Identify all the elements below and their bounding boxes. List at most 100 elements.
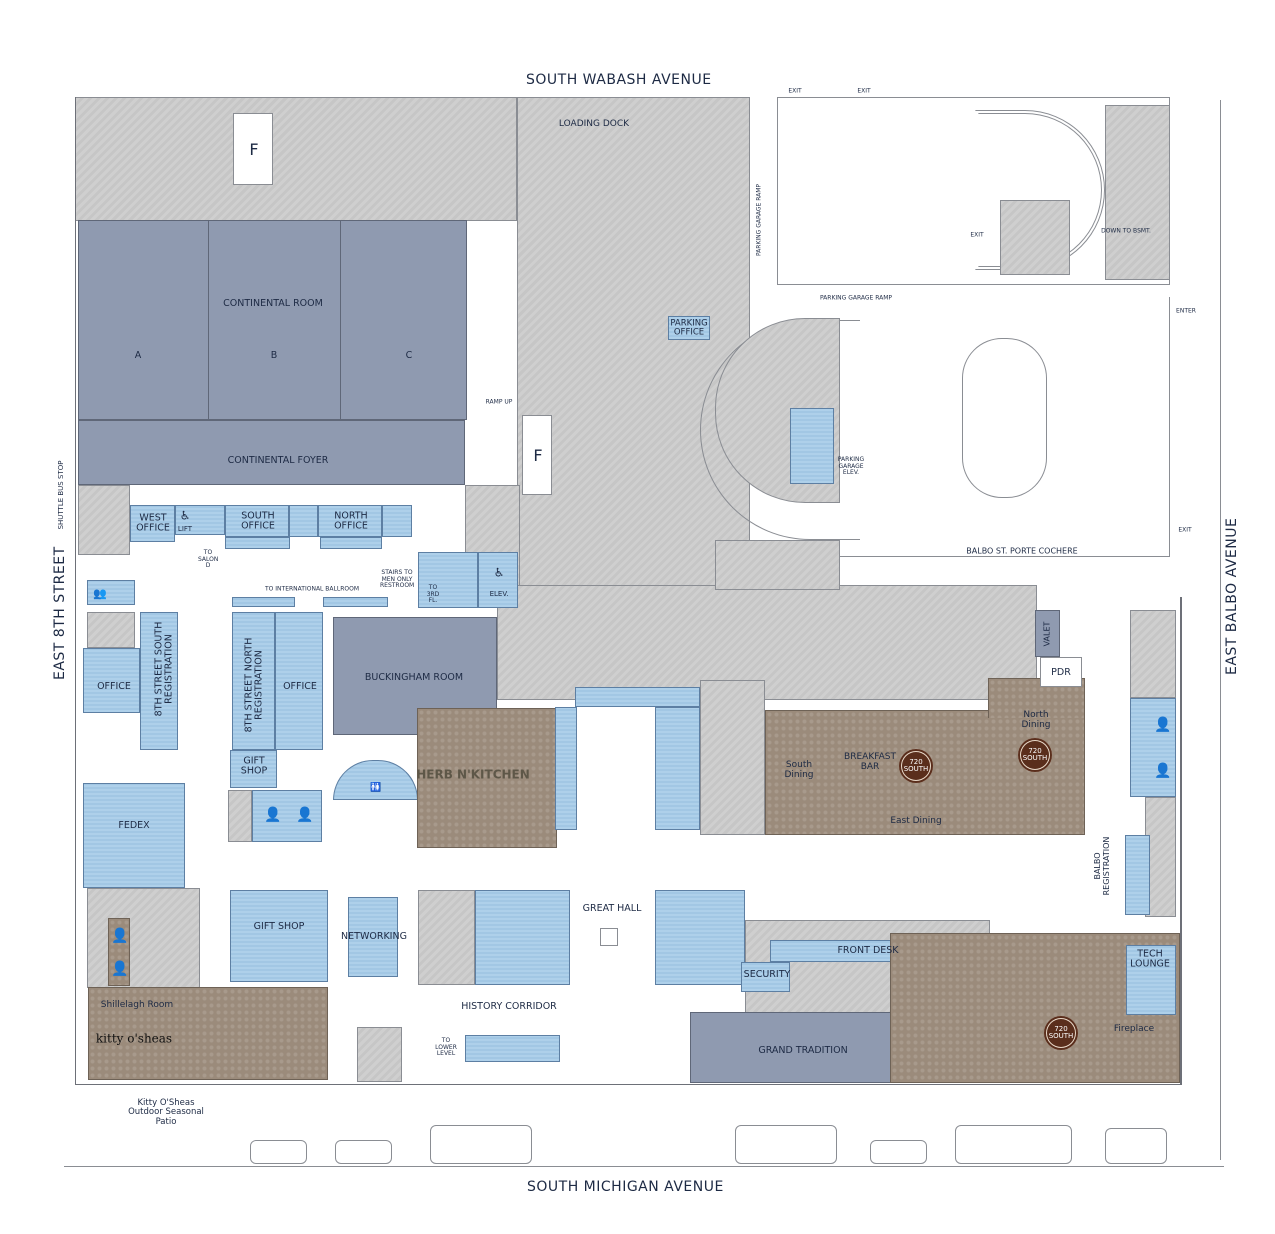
street-east-8th: EAST 8TH STREET (52, 546, 68, 680)
enter-label: ENTER (1176, 307, 1196, 315)
office-center[interactable]: OFFICE (275, 612, 323, 750)
restrooms-east[interactable]: 👤 👤 (1130, 698, 1176, 797)
partition (208, 221, 209, 421)
kitchen-service (87, 888, 200, 988)
stairs (289, 505, 318, 537)
to-3rd-fl-label: TO 3RD FL. (426, 584, 440, 605)
freight-elevator-2: F (522, 415, 552, 495)
accessible-icon: ♿ (179, 508, 191, 523)
shuttle-bus-stop-label: SHUTTLE BUS STOP (57, 460, 66, 530)
networking[interactable] (348, 897, 398, 977)
north-registration[interactable]: 8TH STREET NORTH REGISTRATION (232, 612, 275, 750)
accessible-icon: ♿ (493, 565, 505, 580)
escalator-to-lower-level[interactable] (465, 1035, 560, 1062)
loading-dock-area (517, 97, 750, 590)
kitty-osheas-logo: kitty o'sheas (95, 1031, 173, 1046)
ramp-up-label: RAMP UP (485, 398, 513, 406)
stairwell (87, 612, 135, 648)
west-office[interactable]: WEST OFFICE (130, 505, 175, 542)
720-south-logo: 720 SOUTH (1018, 738, 1052, 772)
grand-tradition[interactable]: GRAND TRADITION (690, 1012, 893, 1083)
planter (735, 1125, 837, 1164)
person-icon: 👤 (296, 807, 314, 823)
balbo-registration-label: BALBO REGISTRATION (1093, 836, 1111, 896)
stairwell-east (1130, 610, 1176, 698)
parking-garage-elev-label: PARKING GARAGE ELEV. (837, 456, 865, 477)
partition (340, 221, 341, 421)
person-icon: 👤 (111, 961, 129, 977)
person-icon: 👤 (1154, 763, 1172, 779)
tech-lounge[interactable]: TECH LOUNGE (1126, 945, 1176, 1015)
720-south-logo: 720 SOUTH (1044, 1016, 1078, 1050)
east-dining-label: East Dining (890, 816, 942, 827)
person-icon: 👤 (264, 807, 282, 823)
stairs (382, 505, 412, 537)
exit-label: EXIT (788, 87, 802, 95)
lift[interactable]: ♿ LIFT (175, 505, 225, 535)
gift-shop-small[interactable]: GIFT SHOP (230, 750, 277, 788)
lift-label: LIFT (177, 525, 193, 534)
stairwell-south (357, 1027, 402, 1082)
parking-garage-ramp-label: PARKING GARAGE RAMP (819, 294, 893, 302)
continental-room-label: CONTINENTAL ROOM (223, 297, 323, 309)
garage-stairs (1105, 105, 1170, 280)
continental-foyer[interactable] (78, 420, 465, 485)
north-office[interactable]: NORTH OFFICE (318, 505, 382, 537)
street-east-balbo: EAST BALBO AVENUE (1224, 517, 1240, 675)
restroom-stairs[interactable]: 👥 (87, 580, 135, 605)
stairwell-west (78, 485, 130, 555)
breakfast-bar-label: BREAKFAST BAR (844, 752, 896, 772)
restroom-icon: 👥 (93, 586, 107, 600)
building-outline-east (1180, 597, 1182, 1085)
parking-office[interactable]: PARKING OFFICE (668, 316, 710, 340)
street-south-michigan: SOUTH MICHIGAN AVENUE (527, 1179, 724, 1195)
fedex[interactable]: FEDEX (83, 783, 185, 888)
restrooms-kitty[interactable]: 👤 👤 (108, 918, 130, 986)
continental-room[interactable] (78, 220, 467, 421)
escalator (575, 687, 700, 707)
curb-line-east (1220, 100, 1221, 1160)
grand-stair-east[interactable] (655, 890, 745, 985)
restroom-icon: 🚻 (370, 783, 382, 794)
porte-cochere-island-oval (962, 338, 1047, 498)
office-west[interactable]: OFFICE (83, 648, 140, 713)
restrooms-accessible[interactable]: 🚻 (333, 760, 418, 800)
freight-elevator: F (233, 113, 273, 185)
service-area-garage-base (715, 540, 840, 590)
shillelagh-room-label: Shillelagh Room (100, 1000, 174, 1011)
great-hall-feature (600, 928, 618, 946)
continental-c-label: C (405, 349, 413, 361)
service-area-northwest (75, 97, 517, 221)
kitty-osheas[interactable] (88, 987, 328, 1080)
stairs-down (225, 537, 290, 549)
loading-dock-label: LOADING DOCK (558, 119, 630, 130)
patio-label: Kitty O'Sheas Outdoor Seasonal Patio (128, 1097, 204, 1127)
planter (870, 1140, 927, 1164)
balbo-registration[interactable] (1125, 835, 1150, 915)
exit-label: EXIT (970, 231, 984, 239)
herb-n-kitchen[interactable]: HERB N'KITCHEN (416, 708, 557, 848)
escalator (555, 707, 577, 830)
networking-label: NETWORKING (341, 930, 407, 942)
elevator[interactable]: ♿ ELEV. (478, 552, 518, 608)
south-office[interactable]: SOUTH OFFICE (225, 505, 289, 537)
escalator (655, 707, 700, 830)
stairs-to-3rd-floor[interactable] (418, 552, 478, 608)
gift-shop[interactable]: GIFT SHOP (230, 890, 328, 982)
stairs-to-restroom-label: STAIRS TO MEN ONLY RESTROOM (380, 569, 415, 590)
restrooms[interactable]: 👤 👤 (252, 790, 322, 842)
valet[interactable]: VALET (1035, 610, 1060, 657)
pdr[interactable]: PDR (1040, 657, 1082, 687)
person-icon: 👤 (1154, 717, 1172, 733)
street-south-wabash: SOUTH WABASH AVENUE (526, 72, 712, 88)
down-to-bsmt-label: DOWN TO BSMT. (1101, 227, 1151, 235)
planter (1105, 1128, 1167, 1164)
security[interactable]: SECURITY (741, 962, 790, 992)
parking-garage-elevator[interactable] (790, 408, 834, 484)
grand-stair-west[interactable] (475, 890, 570, 985)
history-corridor-label: HISTORY CORRIDOR (461, 1000, 557, 1012)
exit-label: EXIT (857, 87, 871, 95)
service-room (418, 890, 475, 985)
stairs-down (320, 537, 382, 549)
south-registration[interactable]: 8TH STREET SOUTH REGISTRATION (140, 612, 178, 750)
